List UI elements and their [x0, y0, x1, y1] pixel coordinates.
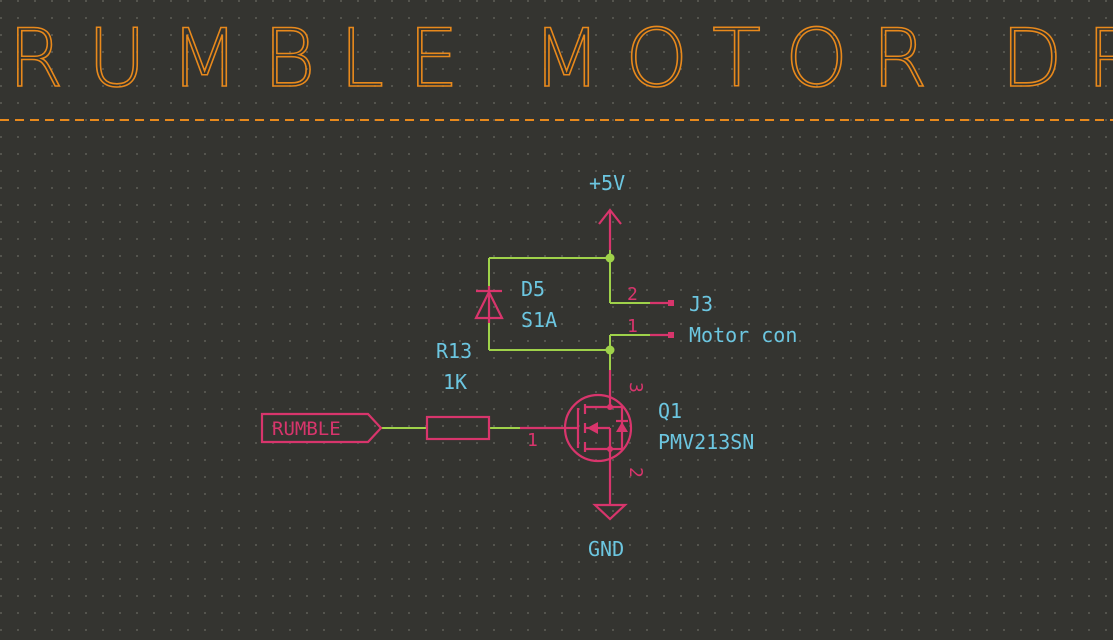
mosfet-pin-gate: 1: [527, 430, 538, 451]
power-5v-symbol[interactable]: [598, 208, 622, 250]
diode-d5-symbol[interactable]: [474, 286, 504, 323]
power-5v-label: +5V: [589, 171, 625, 195]
connector-ref: J3: [689, 292, 713, 316]
net-label-text: RUMBLE: [272, 418, 341, 440]
resistor-r13-symbol[interactable]: [425, 415, 491, 441]
mosfet-pin-source: 2: [625, 467, 646, 478]
ground-symbol[interactable]: [592, 503, 628, 521]
connector-pin-1: 1: [627, 316, 638, 337]
resistor-value: 1K: [443, 370, 467, 394]
diode-value: S1A: [521, 308, 557, 332]
net-label-rumble[interactable]: [260, 412, 383, 444]
mosfet-q1-symbol[interactable]: [520, 370, 633, 505]
diode-ref: D5: [521, 277, 545, 301]
mosfet-ref: Q1: [658, 399, 682, 423]
connector-pin-2: 2: [627, 284, 638, 305]
junction-dot: [605, 253, 615, 263]
connector-value: Motor con: [689, 323, 797, 347]
mosfet-value: PMV213SN: [658, 430, 754, 454]
junction-dot: [605, 345, 615, 355]
resistor-ref: R13: [436, 339, 472, 363]
connector-j3-symbol[interactable]: [650, 300, 674, 338]
sheet-title: RUMBLE MOTOR DRIVER: [8, 12, 1113, 105]
ground-label: GND: [588, 537, 624, 561]
mosfet-pin-drain: 3: [625, 382, 646, 393]
